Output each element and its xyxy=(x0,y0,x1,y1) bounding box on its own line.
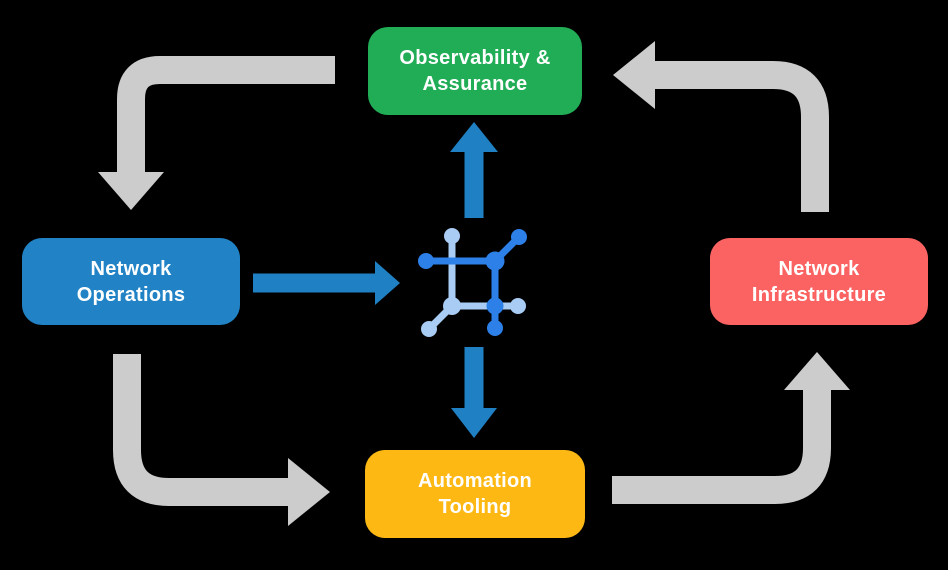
network-fabric-icon-bright-strands xyxy=(418,229,527,336)
node-network-infrastructure: Network Infrastructure xyxy=(710,238,928,325)
node-operations-label-line1: Network xyxy=(90,257,172,280)
node-observability-assurance: Observability & Assurance xyxy=(368,27,582,115)
node-automation-label-line1: Automation xyxy=(417,470,533,492)
node-infrastructure-label-line1: Network xyxy=(778,257,860,280)
arrow-operations-to-center xyxy=(253,261,400,305)
arrow-automation-to-infrastructure xyxy=(612,352,850,504)
arrow-infrastructure-to-observability xyxy=(613,41,829,212)
network-fabric-icon-light-strands xyxy=(421,228,526,337)
node-automation-label-line2: Tooling xyxy=(438,496,512,518)
node-automation-tooling: Automation Tooling xyxy=(365,450,585,538)
network-fabric-icon xyxy=(418,228,527,337)
node-observability-label-line2: Assurance xyxy=(422,73,528,95)
arrow-center-to-observability xyxy=(450,122,498,218)
node-network-operations: Network Operations xyxy=(22,238,240,325)
node-infrastructure-label-line2: Infrastructure xyxy=(751,283,887,306)
arrow-observability-to-operations xyxy=(98,56,335,210)
arrow-operations-to-automation xyxy=(113,354,330,526)
node-observability-label-line1: Observability & xyxy=(399,47,551,69)
node-operations-label-line2: Operations xyxy=(76,283,186,306)
arrow-center-to-automation xyxy=(451,347,497,438)
